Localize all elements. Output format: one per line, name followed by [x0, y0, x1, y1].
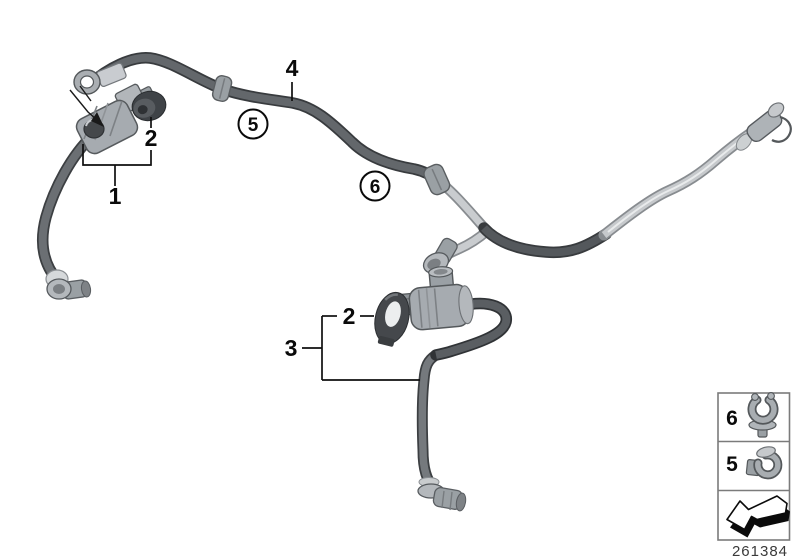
callout-bracket-item-3: 3 2 [285, 303, 420, 381]
callout-label-5: 5 [248, 115, 259, 136]
grommet-upper [131, 90, 167, 122]
vent-line-clamp-mid [423, 163, 451, 196]
callout-label-6: 6 [370, 177, 381, 198]
vent-line-clamp-front [211, 75, 233, 103]
quick-connector-fitting [735, 102, 792, 151]
holder-clip-icon [745, 446, 783, 480]
callout-item-6-circled: 6 [359, 170, 391, 202]
tube-clip-icon [747, 392, 779, 438]
legend-cell-6: 6 [726, 392, 779, 438]
breather-valve-middle [394, 266, 474, 331]
lower-elbow-connector [417, 477, 467, 512]
legend-cell-5: 5 [726, 446, 783, 480]
callout-label-4: 4 [286, 55, 299, 81]
callout-item-4: 4 [286, 55, 299, 101]
legend-cell-arrow [726, 495, 790, 538]
direction-arrow-icon [726, 495, 790, 538]
callout-label-3: 3 [285, 335, 298, 361]
callout-bracket-item-1: 2 1 [82, 117, 158, 209]
callout-label-1: 1 [109, 183, 122, 209]
hose-end-ring-clamp [73, 62, 127, 95]
callout-label-2-upper: 2 [145, 125, 158, 151]
leader-arrow [69, 85, 104, 127]
vent-line-main [84, 52, 764, 263]
callout-item-5-circled: 5 [237, 108, 269, 140]
part-number: 261384 [732, 543, 788, 560]
legend-label-6: 6 [726, 407, 738, 430]
legend-box: 6 5 [717, 392, 791, 541]
left-elbow-connector [45, 269, 92, 300]
grommet-middle [374, 291, 410, 347]
legend-label-5: 5 [726, 453, 738, 476]
vent-hose-lower [416, 297, 512, 494]
vent-hose-left [36, 130, 98, 287]
callout-label-2-middle: 2 [343, 303, 356, 329]
